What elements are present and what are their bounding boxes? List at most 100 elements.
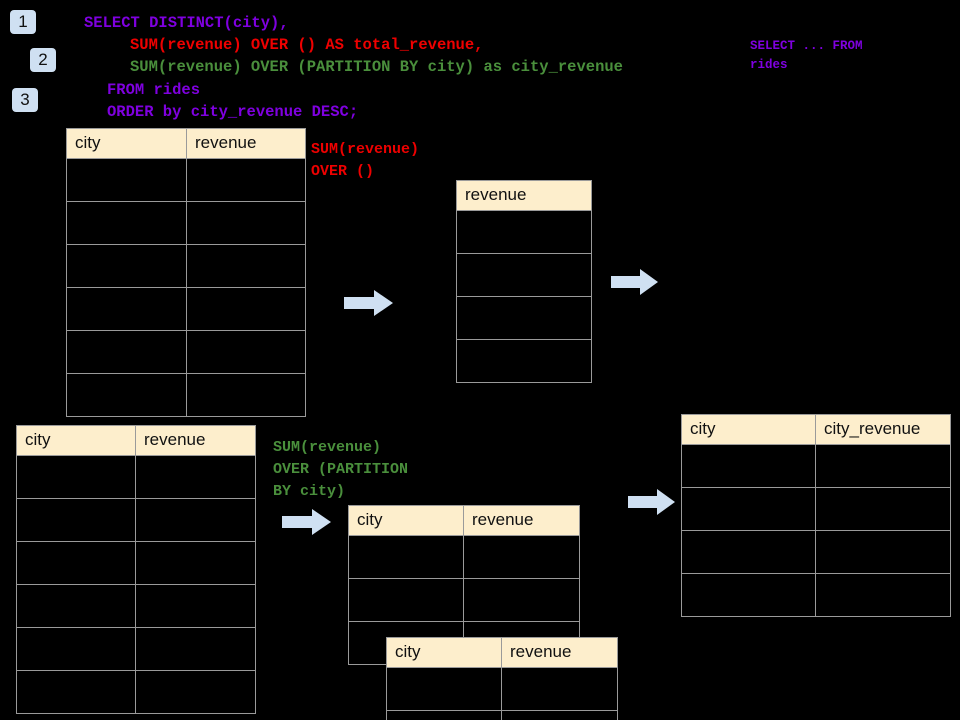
column-header-city: city (66, 128, 187, 159)
cell-revenue (186, 373, 306, 417)
table-row (66, 287, 306, 331)
cell-revenue (186, 158, 306, 202)
table-row (16, 455, 256, 499)
table-header-row: city revenue (386, 637, 618, 668)
sql-line-sum-over-partition: SUM(revenue) OVER (PARTITION BY city) as… (130, 58, 623, 76)
cell-city (386, 710, 502, 720)
cell-city (66, 244, 187, 288)
table-row (66, 373, 306, 417)
rides-source-table-2: city revenue (16, 425, 256, 714)
cell-city-revenue (815, 487, 951, 531)
cell-city-revenue (815, 444, 951, 488)
cell-city (681, 487, 816, 531)
arrow-source-to-total (344, 289, 394, 322)
table-header-row: revenue (456, 180, 592, 211)
partition-table-front: city revenue (386, 637, 618, 720)
table-row (456, 339, 592, 383)
cell-revenue (463, 535, 580, 579)
cell-city (16, 455, 136, 499)
rides-source-table: city revenue (66, 128, 306, 417)
cell-city (16, 584, 136, 628)
annotation-sum-over-partition: SUM(revenue) OVER (PARTITION BY city) (273, 439, 409, 500)
table-row (66, 330, 306, 374)
cell-revenue (135, 541, 256, 585)
cell-city-revenue (815, 530, 951, 574)
right-arrow-icon (611, 269, 658, 295)
cell-revenue (456, 339, 592, 383)
annotation-select-from-rides: SELECT ... FROM rides (750, 39, 863, 72)
arrow-total-to-result (611, 268, 659, 301)
cell-city (16, 627, 136, 671)
sql-line-from-rides: FROM rides (107, 81, 201, 99)
column-header-revenue: revenue (456, 180, 592, 211)
cell-revenue (135, 627, 256, 671)
cell-city-revenue (815, 573, 951, 617)
cell-city (66, 201, 187, 245)
sql-line-order-by: ORDER by city_revenue DESC; (107, 103, 359, 121)
table-header-row: city city_revenue (681, 414, 951, 445)
column-header-city: city (681, 414, 816, 445)
annotation-sum-over-empty: SUM(revenue) OVER () (311, 141, 420, 180)
cell-revenue (186, 201, 306, 245)
table-row (66, 158, 306, 202)
column-header-city: city (348, 505, 464, 536)
table-row (386, 710, 618, 720)
cell-city (16, 498, 136, 542)
table-row (16, 627, 256, 671)
table-header-row: city revenue (16, 425, 256, 456)
cell-city (16, 541, 136, 585)
column-header-revenue: revenue (501, 637, 618, 668)
table-row (681, 530, 951, 574)
table-row (386, 667, 618, 711)
step-badge-2-label: 2 (38, 50, 48, 69)
column-header-revenue: revenue (186, 128, 306, 159)
cell-city (66, 330, 187, 374)
right-arrow-icon (282, 509, 331, 535)
table-row (681, 573, 951, 617)
sql-line-select-distinct: SELECT DISTINCT(city), (84, 14, 289, 32)
total-revenue-table: revenue (456, 180, 592, 383)
column-header-city-revenue: city_revenue (815, 414, 951, 445)
column-header-city: city (16, 425, 136, 456)
table-row (456, 210, 592, 254)
arrow-partition-to-result (628, 488, 676, 521)
right-arrow-icon (344, 290, 393, 316)
step-badge-3-label: 3 (20, 90, 30, 109)
cell-revenue (186, 287, 306, 331)
cell-city (681, 444, 816, 488)
step-badge-2: 2 (30, 48, 56, 72)
cell-city (386, 667, 502, 711)
table-row (66, 244, 306, 288)
cell-city (66, 287, 187, 331)
cell-revenue (135, 498, 256, 542)
cell-city (348, 535, 464, 579)
step-badge-1: 1 (10, 10, 36, 34)
cell-city (66, 158, 187, 202)
table-row (681, 487, 951, 531)
cell-city (348, 578, 464, 622)
cell-revenue (135, 670, 256, 714)
sql-line-sum-over-empty: SUM(revenue) OVER () AS total_revenue, (130, 36, 484, 54)
cell-revenue (501, 667, 618, 711)
cell-revenue (186, 244, 306, 288)
city-revenue-result-table: city city_revenue (681, 414, 951, 617)
table-row (681, 444, 951, 488)
arrow-source-to-partition (282, 508, 332, 541)
cell-revenue (135, 455, 256, 499)
column-header-revenue: revenue (135, 425, 256, 456)
cell-revenue (186, 330, 306, 374)
table-row (456, 253, 592, 297)
table-row (348, 535, 580, 579)
cell-revenue (456, 210, 592, 254)
cell-city (681, 573, 816, 617)
table-row (456, 296, 592, 340)
cell-revenue (501, 710, 618, 720)
column-header-city: city (386, 637, 502, 668)
cell-revenue (135, 584, 256, 628)
table-row (66, 201, 306, 245)
table-row (348, 578, 580, 622)
table-row (16, 498, 256, 542)
cell-city (66, 373, 187, 417)
right-arrow-icon (628, 489, 675, 515)
step-badge-3: 3 (12, 88, 38, 112)
